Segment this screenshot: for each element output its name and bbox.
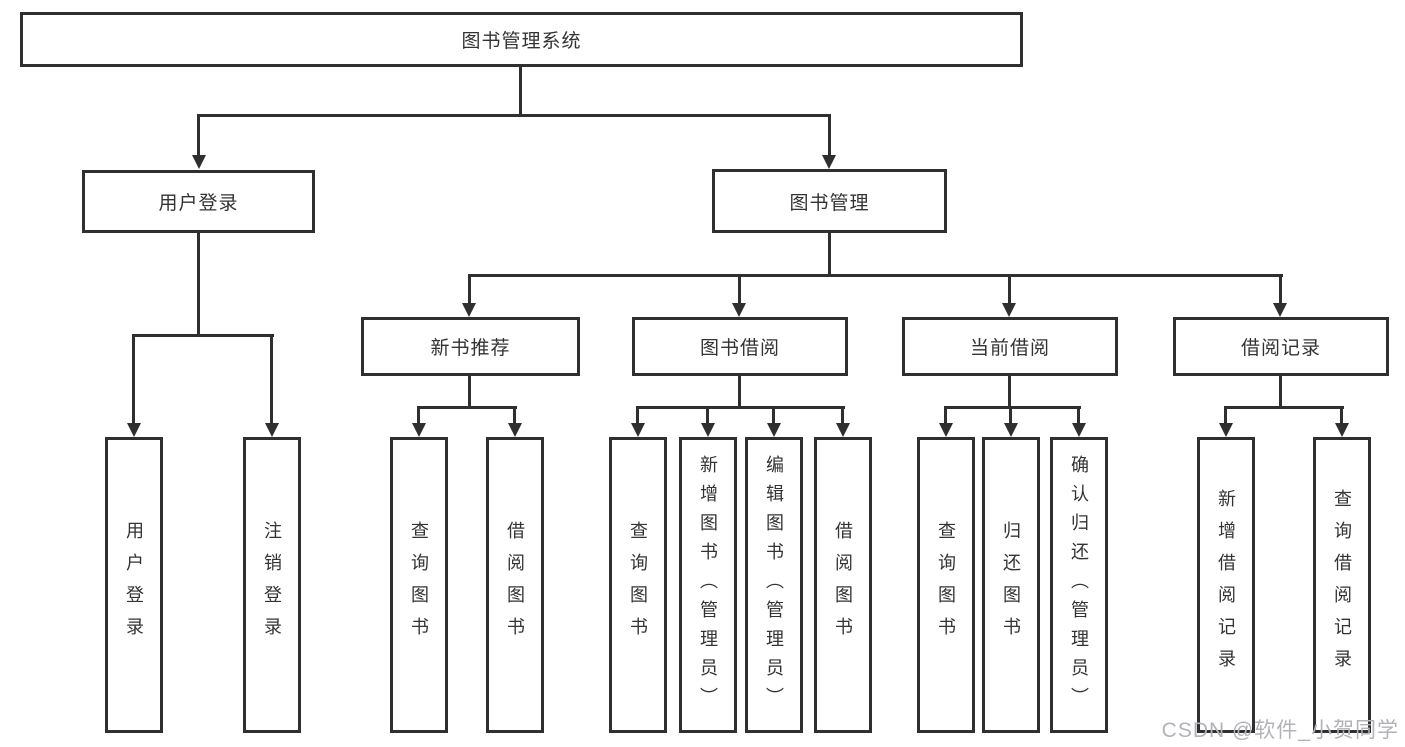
connector-line bbox=[772, 406, 775, 424]
connector-line bbox=[1009, 406, 1012, 424]
node-leaf-user-login-label: 用户登录 bbox=[124, 521, 144, 649]
connector-line bbox=[1279, 274, 1282, 304]
connector-line bbox=[519, 67, 522, 115]
node-leaf-return-book-label: 归还图书 bbox=[1001, 521, 1021, 649]
connector-line bbox=[513, 406, 516, 424]
connector-line bbox=[944, 406, 1081, 409]
node-book-borrow-label: 图书借阅 bbox=[699, 338, 780, 359]
connector-line bbox=[1008, 274, 1011, 304]
node-leaf-logout: 注销登录 bbox=[243, 437, 301, 733]
connector-line bbox=[417, 406, 517, 409]
connector-line bbox=[1008, 376, 1011, 408]
arrowhead-icon bbox=[508, 423, 522, 437]
connector-line bbox=[468, 376, 471, 408]
connector-line bbox=[706, 406, 709, 424]
arrowhead-icon bbox=[127, 423, 141, 437]
connector-line bbox=[1224, 406, 1344, 409]
arrowhead-icon bbox=[631, 423, 645, 437]
node-borrow-records: 借阅记录 bbox=[1173, 317, 1389, 376]
connector-line bbox=[1279, 376, 1282, 408]
connector-line bbox=[132, 334, 274, 337]
connector-line bbox=[197, 114, 831, 117]
connector-line bbox=[636, 406, 639, 424]
node-leaf-borrow-book-1-label: 借阅图书 bbox=[505, 521, 525, 649]
arrowhead-icon bbox=[1004, 423, 1018, 437]
arrowhead-icon bbox=[192, 155, 206, 169]
node-leaf-borrow-book-2-label: 借阅图书 bbox=[833, 521, 853, 649]
node-leaf-add-book: 新增图书（管理员） bbox=[679, 437, 737, 733]
connector-line bbox=[270, 334, 273, 423]
node-leaf-query-book-1-label: 查询图书 bbox=[409, 521, 429, 649]
arrowhead-icon bbox=[1219, 423, 1233, 437]
node-leaf-add-borrow-record: 新增借阅记录 bbox=[1197, 437, 1255, 733]
connector-line bbox=[828, 233, 831, 275]
node-leaf-borrow-book-2: 借阅图书 bbox=[814, 437, 872, 733]
node-current-borrow: 当前借阅 bbox=[902, 317, 1118, 376]
node-leaf-confirm-return: 确认归还（管理员） bbox=[1050, 437, 1108, 733]
node-book-management: 图书管理 bbox=[712, 169, 947, 233]
arrowhead-icon bbox=[836, 423, 850, 437]
arrowhead-icon bbox=[732, 303, 746, 317]
node-leaf-return-book: 归还图书 bbox=[982, 437, 1040, 733]
node-leaf-query-book-2-label: 查询图书 bbox=[628, 521, 648, 649]
connector-line bbox=[197, 233, 200, 336]
node-leaf-confirm-return-label: 确认归还（管理员） bbox=[1069, 454, 1089, 716]
node-current-borrow-label: 当前借阅 bbox=[969, 338, 1050, 359]
node-leaf-user-login: 用户登录 bbox=[105, 437, 163, 733]
node-new-book-recommend: 新书推荐 bbox=[361, 317, 580, 376]
arrowhead-icon bbox=[412, 423, 426, 437]
node-leaf-logout-label: 注销登录 bbox=[262, 521, 282, 649]
node-leaf-edit-book: 编辑图书（管理员） bbox=[745, 437, 803, 733]
arrowhead-icon bbox=[822, 155, 836, 169]
node-new-book-recommend-label: 新书推荐 bbox=[430, 338, 511, 359]
arrowhead-icon bbox=[701, 423, 715, 437]
node-user-login: 用户登录 bbox=[82, 170, 315, 233]
connector-line bbox=[197, 114, 200, 156]
node-borrow-records-label: 借阅记录 bbox=[1240, 338, 1321, 359]
node-leaf-edit-book-label: 编辑图书（管理员） bbox=[764, 454, 784, 716]
arrowhead-icon bbox=[1273, 303, 1287, 317]
node-leaf-query-book-1: 查询图书 bbox=[390, 437, 448, 733]
connector-line bbox=[944, 406, 947, 424]
connector-line bbox=[738, 274, 741, 304]
connector-line bbox=[132, 334, 135, 423]
node-leaf-query-borrow-record: 查询借阅记录 bbox=[1313, 437, 1371, 733]
node-leaf-query-book-2: 查询图书 bbox=[609, 437, 667, 733]
connector-line bbox=[636, 406, 845, 409]
arrowhead-icon bbox=[1072, 423, 1086, 437]
node-book-management-label: 图书管理 bbox=[789, 192, 870, 214]
connector-line bbox=[1340, 406, 1343, 424]
connector-line bbox=[417, 406, 420, 424]
connector-line bbox=[738, 376, 741, 408]
node-leaf-query-book-3: 查询图书 bbox=[917, 437, 975, 733]
node-book-borrow: 图书借阅 bbox=[632, 317, 848, 376]
watermark: CSDN @软件_小贺同学 bbox=[1161, 719, 1399, 742]
node-leaf-query-borrow-record-label: 查询借阅记录 bbox=[1332, 489, 1352, 681]
node-leaf-borrow-book-1: 借阅图书 bbox=[486, 437, 544, 733]
node-leaf-add-book-label: 新增图书（管理员） bbox=[698, 454, 718, 716]
node-leaf-query-book-3-label: 查询图书 bbox=[936, 521, 956, 649]
connector-line bbox=[468, 274, 1283, 277]
node-leaf-add-borrow-record-label: 新增借阅记录 bbox=[1216, 489, 1236, 681]
arrowhead-icon bbox=[265, 423, 279, 437]
arrowhead-icon bbox=[1002, 303, 1016, 317]
node-root: 图书管理系统 bbox=[20, 12, 1023, 67]
arrowhead-icon bbox=[767, 423, 781, 437]
connector-line bbox=[1224, 406, 1227, 424]
connector-line bbox=[1077, 406, 1080, 424]
node-user-login-label: 用户登录 bbox=[158, 193, 239, 214]
arrowhead-icon bbox=[462, 303, 476, 317]
connector-line bbox=[468, 274, 471, 304]
arrowhead-icon bbox=[939, 423, 953, 437]
connector-line bbox=[841, 406, 844, 424]
node-root-label: 图书管理系统 bbox=[461, 31, 582, 52]
arrowhead-icon bbox=[1335, 423, 1349, 437]
connector-line bbox=[828, 114, 831, 156]
